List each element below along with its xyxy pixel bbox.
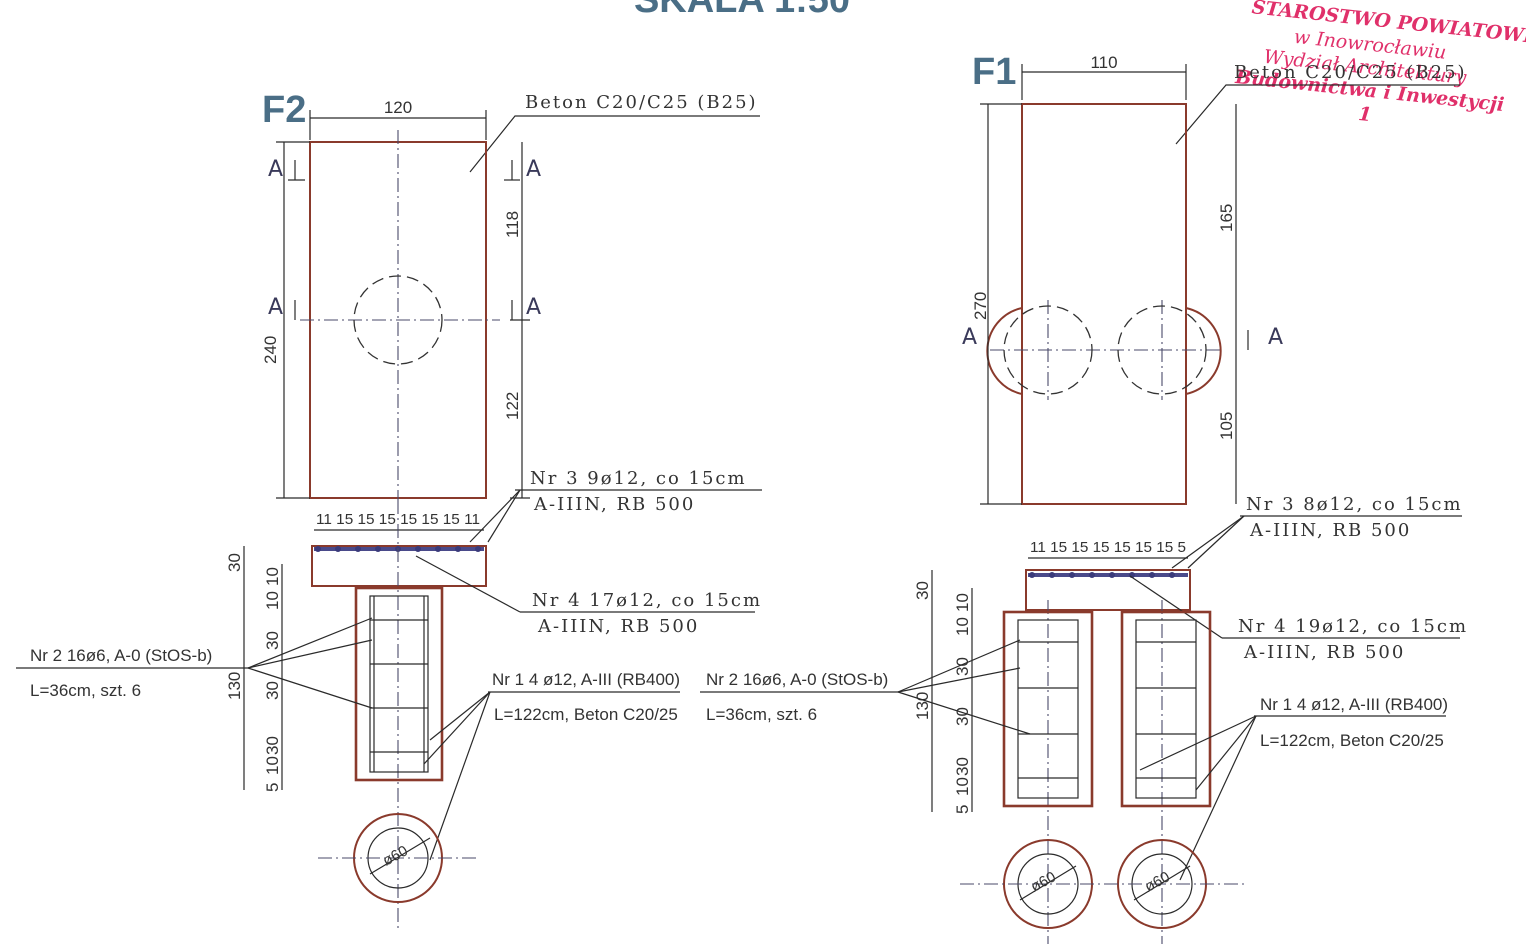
f1-nr4-line2: A-IIIN, RB 500 xyxy=(1243,642,1405,663)
f2-section-a2-left: A xyxy=(268,295,283,320)
svg-text:10: 10 xyxy=(263,591,282,610)
f2-dim-130: 130 xyxy=(225,672,244,700)
f1-pile-circle-right xyxy=(1117,305,1207,395)
f1-section-left: A xyxy=(962,325,977,350)
f1-label: F1 xyxy=(972,51,1016,93)
f2-stirrups xyxy=(370,619,428,753)
f1-nr3-line1: Nr 3 8ø12, co 15cm xyxy=(1246,494,1463,515)
svg-text:30: 30 xyxy=(953,707,972,726)
f2-rebar-dots xyxy=(315,546,481,552)
f1-nr4-line1: Nr 4 19ø12, co 15cm xyxy=(1238,616,1468,637)
f1-dim-30: 30 xyxy=(913,581,932,600)
svg-text:10: 10 xyxy=(953,617,972,636)
svg-text:10: 10 xyxy=(263,567,282,586)
f2-beton-leader xyxy=(469,115,760,173)
f1-dim-165: 165 xyxy=(1217,204,1236,232)
f1-beton-label: Beton C20/C25 (B25) xyxy=(1234,62,1467,83)
svg-text:30: 30 xyxy=(263,631,282,650)
f2-pile-section xyxy=(354,586,444,782)
f1-plan-outline xyxy=(1021,103,1187,505)
f1-cap-section xyxy=(1025,569,1191,611)
f2-dim-240: 240 xyxy=(261,336,280,364)
f2-nr3-line1: Nr 3 9ø12, co 15cm xyxy=(530,468,747,489)
svg-text:10: 10 xyxy=(953,777,972,796)
f2-label: F2 xyxy=(262,89,306,131)
f1-dim-130: 130 xyxy=(913,692,932,720)
stamp-line-5: 1 xyxy=(1357,103,1372,126)
f1-nr3-line2: A-IIIN, RB 500 xyxy=(1249,520,1411,541)
svg-text:10: 10 xyxy=(953,593,972,612)
f1-phi-left: ø60 xyxy=(1028,868,1059,895)
svg-text:5: 5 xyxy=(953,805,972,814)
f1-bar-spacing: 11 15 15 15 15 15 15 5 xyxy=(1030,539,1186,556)
scale-title: SKALA 1:50 xyxy=(634,0,850,21)
f2-dim-stack: 10 10 30 30 30 10 5 xyxy=(263,567,282,792)
detail-f1: F1 110 Beton C20/C25 (B25) A A 270 165 1… xyxy=(700,51,1468,944)
f1-pile-section-right xyxy=(1120,610,1212,808)
f2-nr2-line1: Nr 2 16ø6, A-0 (StOS-b) xyxy=(30,646,212,665)
f2-nr1-line1: Nr 1 4 ø12, A-III (RB400) xyxy=(492,670,680,689)
f2-nr3-line2: A-IIIN, RB 500 xyxy=(533,494,695,515)
f2-nr4-line1: Nr 4 17ø12, co 15cm xyxy=(532,590,762,611)
svg-text:30: 30 xyxy=(263,681,282,700)
f1-dim-stack: 10 10 30 30 30 10 5 xyxy=(953,593,972,814)
f1-pile-circle-left xyxy=(1003,305,1093,395)
f1-nr2-line2: L=36cm, szt. 6 xyxy=(706,705,817,724)
f2-section-a1-right: A xyxy=(526,157,541,182)
f2-nr1-line2: L=122cm, Beton C20/25 xyxy=(494,705,678,724)
f1-stirrups xyxy=(1018,641,1196,779)
svg-text:30: 30 xyxy=(263,736,282,755)
svg-text:10: 10 xyxy=(263,756,282,775)
f2-nr4-line2: A-IIIN, RB 500 xyxy=(537,616,699,637)
f2-dim-122: 122 xyxy=(503,392,522,420)
f2-cage xyxy=(369,595,429,773)
f1-pile-arc-left xyxy=(986,307,1023,395)
f1-dim-105: 105 xyxy=(1217,412,1236,440)
f1-phi-right: ø60 xyxy=(1142,868,1173,895)
svg-text:30: 30 xyxy=(953,757,972,776)
f1-pile-arc-right xyxy=(1185,307,1222,395)
f1-nr1-line2: L=122cm, Beton C20/25 xyxy=(1260,731,1444,750)
f2-beton-label: Beton C20/C25 (B25) xyxy=(525,92,758,113)
f1-nr1-line1: Nr 1 4 ø12, A-III (RB400) xyxy=(1260,695,1448,714)
f1-pile-section-left xyxy=(1002,610,1094,808)
f2-section-a2-right: A xyxy=(526,295,541,320)
f1-dim-270: 270 xyxy=(971,292,990,320)
f2-pile-circle xyxy=(353,275,443,365)
f2-dim-118: 118 xyxy=(503,211,522,238)
f2-dim-30: 30 xyxy=(225,553,244,572)
f2-cap-section xyxy=(311,545,487,587)
f2-width-dim: 120 xyxy=(384,98,412,117)
f1-rebar-dots xyxy=(1029,572,1175,578)
f2-section-a1-left: A xyxy=(268,157,283,182)
f1-width-dim: 110 xyxy=(1090,53,1117,72)
svg-text:30: 30 xyxy=(953,657,972,676)
detail-f2: F2 120 Beton C20/C25 (B25) A A A A 240 xyxy=(16,89,762,930)
f1-nr2-line1: Nr 2 16ø6, A-0 (StOS-b) xyxy=(706,670,888,689)
f2-nr2-line2: L=36cm, szt. 6 xyxy=(30,681,141,700)
f1-section-right: A xyxy=(1268,325,1283,350)
svg-text:5: 5 xyxy=(263,783,282,792)
